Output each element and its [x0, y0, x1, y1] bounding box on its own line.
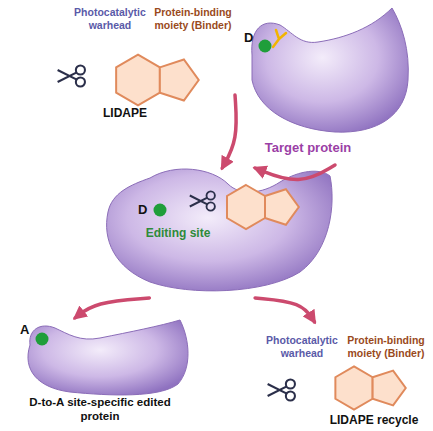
scissors-icon — [190, 191, 215, 210]
editing-site-dot — [154, 204, 167, 217]
target-protein: D Target protein — [240, 0, 430, 165]
molecule-name: LIDAPE recycle — [320, 413, 428, 427]
recycled-lidape: Photocatalytic warheadProtein-binding mo… — [255, 322, 430, 431]
reaction-arrow — [222, 95, 236, 168]
component-label: Photocatalytic warhead — [70, 6, 150, 31]
molecule-name: LIDAPE — [85, 106, 165, 120]
edited-site-dot — [36, 333, 49, 346]
reaction-arrow — [255, 298, 314, 322]
residue-letter: D — [138, 202, 152, 218]
component-label: Protein-binding moiety (Binder) — [343, 334, 429, 359]
editing-site-dot — [259, 40, 272, 53]
binder-molecule — [335, 366, 405, 409]
residue-letter: D — [244, 30, 258, 46]
protein-complex: D Editing site — [100, 168, 335, 298]
component-label: Protein-binding moiety (Binder) — [150, 6, 236, 31]
lidape-molecule: Photocatalytic warheadProtein-binding mo… — [50, 0, 235, 125]
site-label: Editing site — [130, 226, 226, 240]
target-protein-shape — [252, 8, 409, 132]
reaction-arrow — [255, 165, 335, 180]
binder-molecule — [116, 55, 199, 106]
complex-protein-shape — [107, 169, 333, 291]
reactive-group — [273, 30, 286, 47]
binder-molecule — [227, 185, 299, 229]
product-name: D-to-A site-specific edited protein — [20, 396, 180, 424]
edited-protein-shape — [28, 320, 188, 395]
scissors-icon — [268, 379, 295, 400]
residue-letter: A — [20, 322, 34, 338]
protein-name: Target protein — [252, 140, 364, 156]
scissors-icon — [58, 65, 85, 86]
reaction-arrow — [75, 298, 149, 318]
edited-protein: A D-to-A site-specific edited protein — [5, 318, 205, 431]
component-label: Photocatalytic warhead — [262, 334, 342, 359]
